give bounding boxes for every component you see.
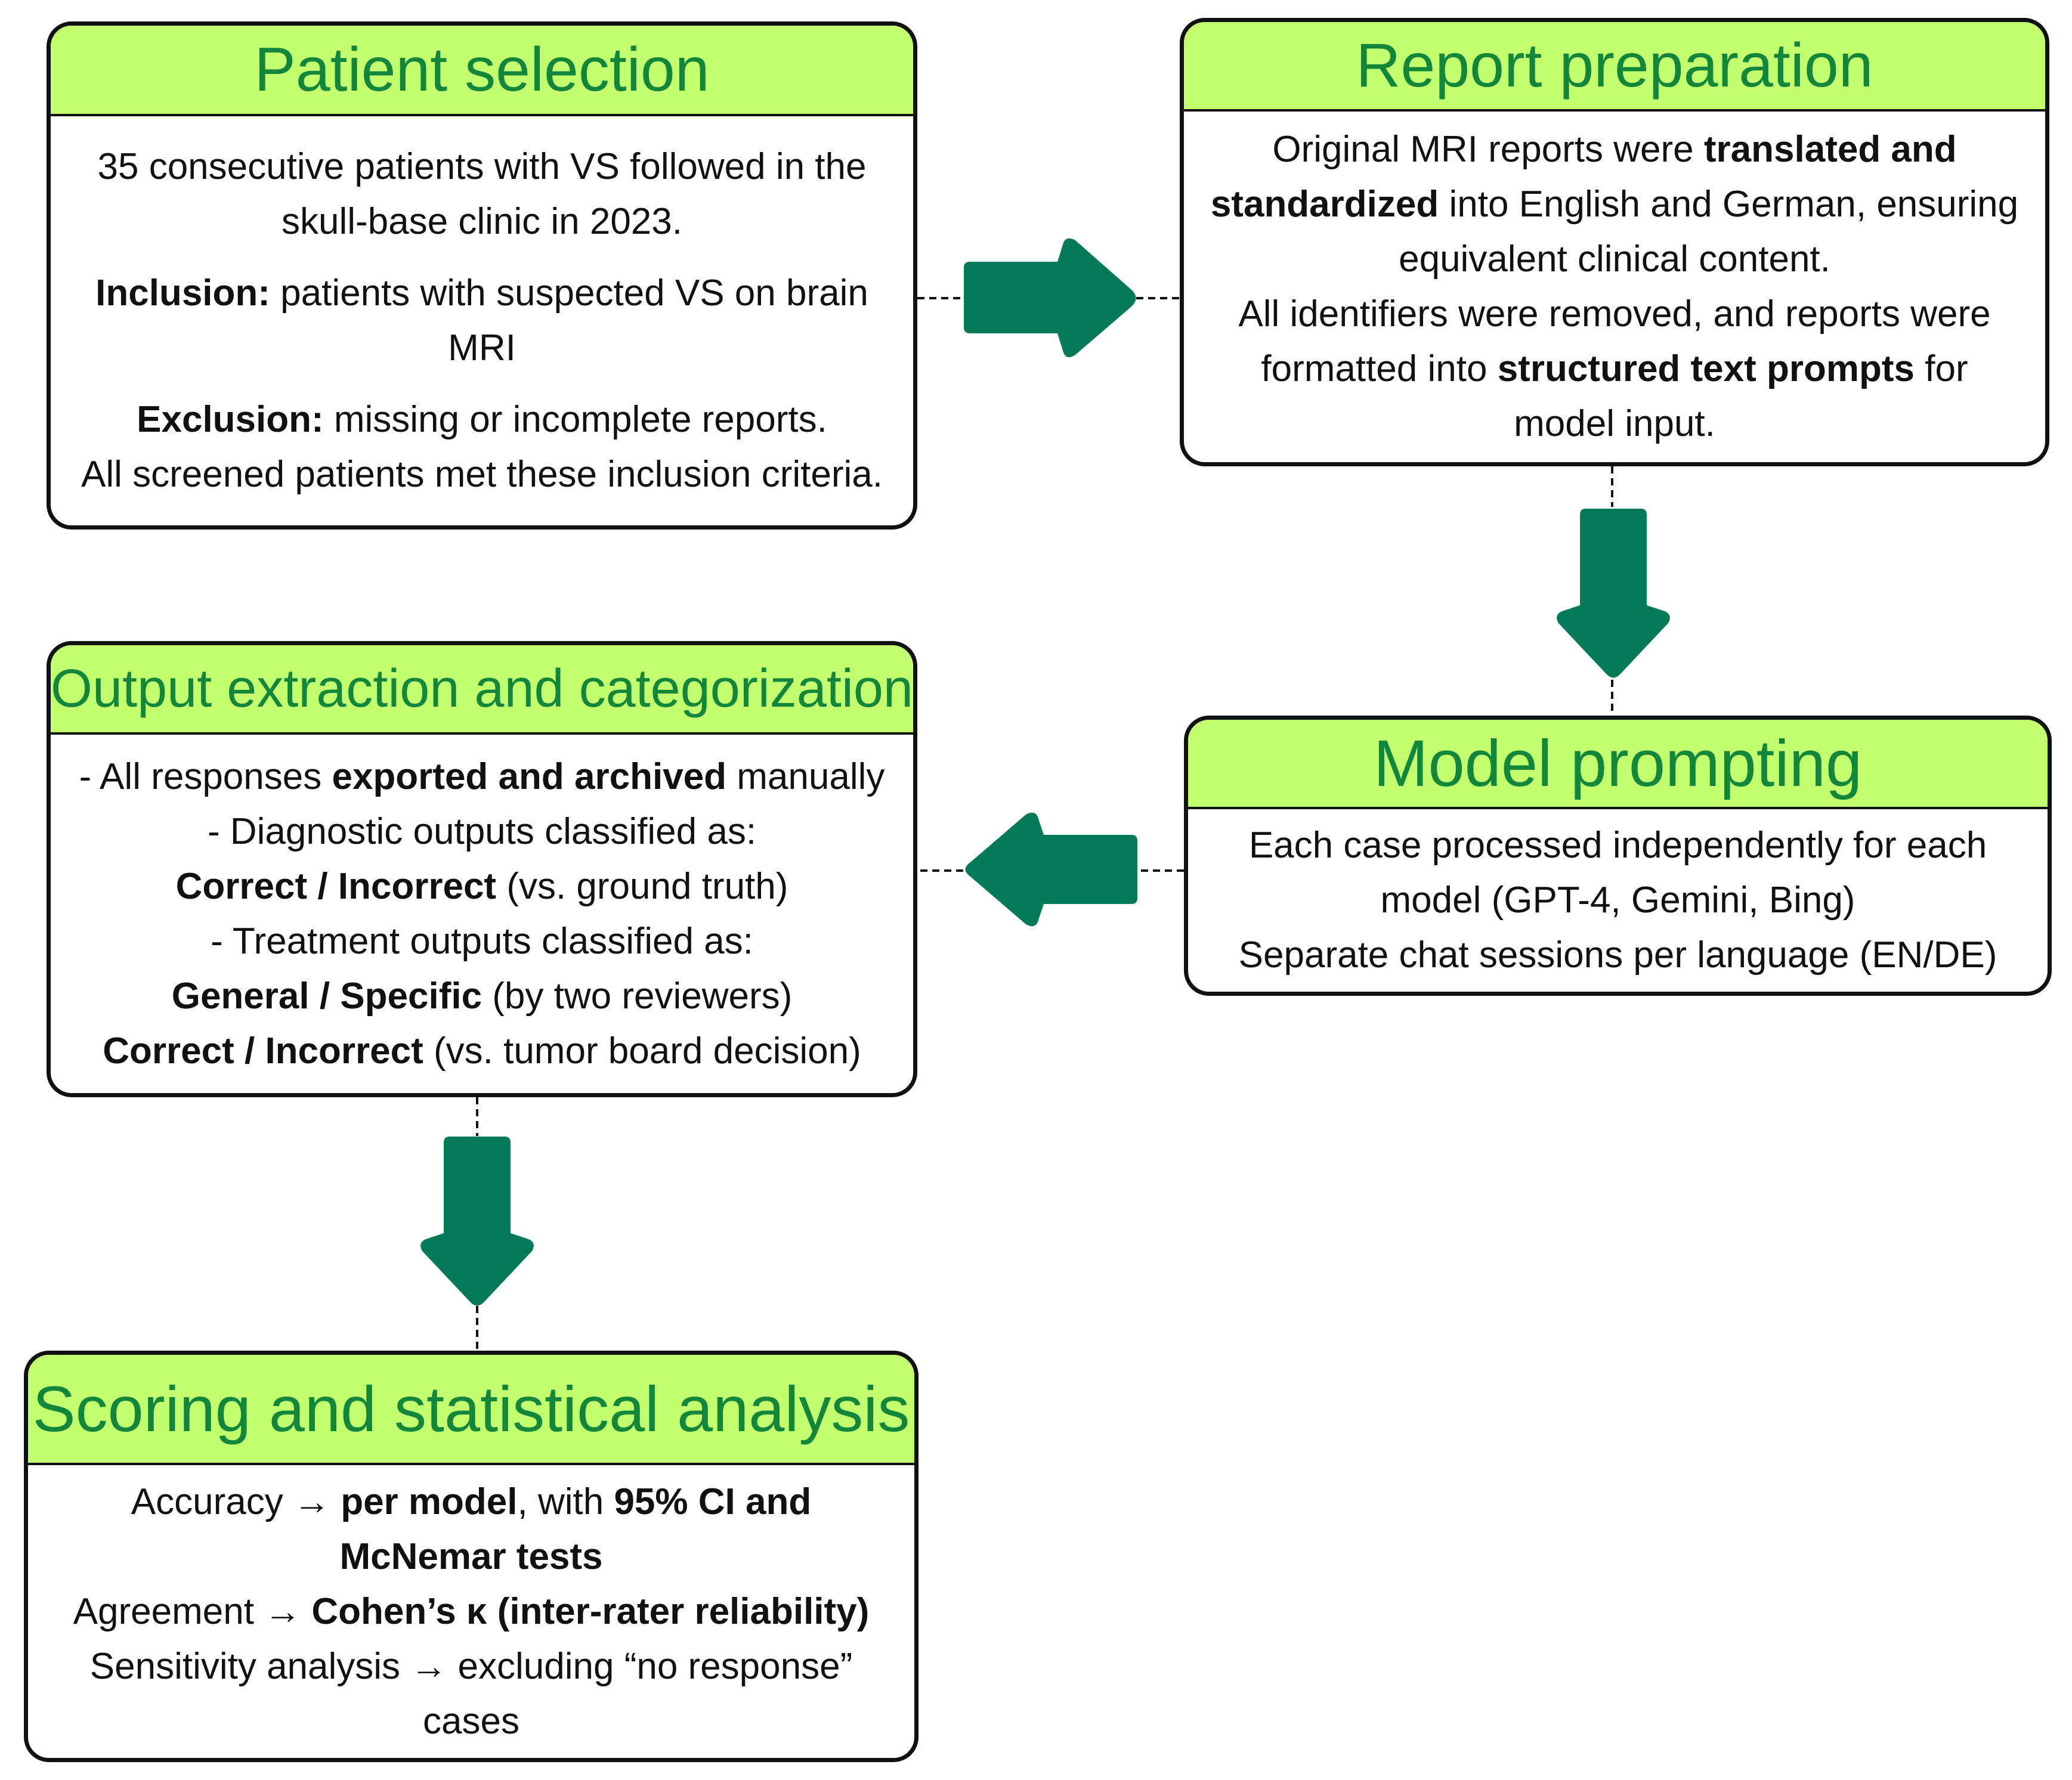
patient-selection-box: Patient selection 35 consecutive patient… bbox=[47, 21, 917, 530]
inclusion-text: patients with suspected VS on brain bbox=[270, 273, 868, 314]
report-text: for bbox=[1915, 348, 1968, 389]
output-extraction-title: Output extraction and categorization bbox=[51, 658, 913, 719]
scoring-text: , with bbox=[517, 1481, 614, 1522]
inclusion-line: Inclusion: patients with suspected VS on… bbox=[95, 266, 868, 321]
output-bold: exported and archived bbox=[332, 756, 727, 797]
report-bold: structured text prompts bbox=[1497, 348, 1915, 389]
scoring-box: Scoring and statistical analysis Accurac… bbox=[24, 1351, 919, 1762]
output-line: General / Specific (by two reviewers) bbox=[172, 969, 793, 1024]
output-extraction-box: Output extraction and categorization - A… bbox=[47, 641, 917, 1097]
patient-selection-line: 35 consecutive patients with VS followed… bbox=[97, 146, 867, 187]
patient-selection-body: 35 consecutive patients with VS followed… bbox=[51, 116, 913, 525]
report-line: formatted into structured text prompts f… bbox=[1261, 342, 1968, 397]
scoring-text: Agreement → bbox=[73, 1590, 312, 1632]
arrow-down-icon bbox=[1557, 509, 1670, 678]
exclusion-text: missing or incomplete reports. bbox=[323, 399, 827, 440]
arrow-down-icon bbox=[420, 1137, 534, 1306]
report-preparation-body: Original MRI reports were translated and… bbox=[1184, 112, 2045, 462]
inclusion-label: Inclusion: bbox=[95, 273, 270, 314]
report-line: All identifiers were removed, and report… bbox=[1238, 293, 1991, 335]
model-line: model (GPT-4, Gemini, Bing) bbox=[1380, 880, 1855, 921]
output-text: (by two reviewers) bbox=[482, 975, 793, 1017]
inclusion-line: MRI bbox=[448, 327, 516, 369]
report-line: model input. bbox=[1514, 403, 1715, 444]
report-line: standardized into English and German, en… bbox=[1211, 177, 2018, 232]
patient-selection-header: Patient selection bbox=[51, 26, 913, 116]
report-preparation-header: Report preparation bbox=[1184, 22, 2045, 112]
scoring-bold: per model bbox=[341, 1481, 518, 1522]
model-prompting-body: Each case processed independently for ea… bbox=[1188, 809, 2048, 992]
scoring-bold: Cohen’s κ (inter-rater reliability) bbox=[311, 1590, 870, 1632]
report-preparation-box: Report preparation Original MRI reports … bbox=[1180, 18, 2049, 466]
screened-line: All screened patients met these inclusio… bbox=[81, 454, 883, 495]
model-prompting-box: Model prompting Each case processed inde… bbox=[1184, 716, 2052, 996]
report-line: equivalent clinical content. bbox=[1399, 239, 1830, 280]
scoring-line: Sensitivity analysis → excluding “no res… bbox=[89, 1645, 853, 1687]
report-text: formatted into bbox=[1261, 348, 1498, 389]
report-line: Original MRI reports were translated and bbox=[1272, 122, 1956, 177]
exclusion-label: Exclusion: bbox=[137, 399, 324, 440]
scoring-body: Accuracy → per model, with 95% CI and Mc… bbox=[28, 1465, 914, 1758]
arrow-right-icon bbox=[964, 238, 1136, 358]
scoring-header: Scoring and statistical analysis bbox=[28, 1355, 914, 1465]
output-extraction-header: Output extraction and categorization bbox=[51, 645, 913, 735]
output-text: manually bbox=[726, 756, 885, 797]
exclusion-line: Exclusion: missing or incomplete reports… bbox=[137, 392, 827, 447]
scoring-bold: 95% CI and bbox=[614, 1481, 812, 1522]
scoring-bold: McNemar tests bbox=[339, 1536, 603, 1577]
report-bold: standardized bbox=[1210, 184, 1439, 225]
report-text: Original MRI reports were bbox=[1272, 129, 1704, 170]
output-extraction-body: - All responses exported and archived ma… bbox=[51, 735, 913, 1093]
output-line: Correct / Incorrect (vs. tumor board dec… bbox=[103, 1024, 861, 1079]
patient-selection-line: skull-base clinic in 2023. bbox=[281, 201, 682, 242]
report-preparation-title: Report preparation bbox=[1356, 30, 1873, 100]
scoring-line: Accuracy → per model, with 95% CI and bbox=[131, 1475, 811, 1530]
scoring-title: Scoring and statistical analysis bbox=[32, 1373, 910, 1445]
output-text: - All responses bbox=[79, 756, 332, 797]
model-prompting-header: Model prompting bbox=[1188, 720, 2048, 809]
arrow-left-icon bbox=[965, 812, 1137, 927]
output-text: (vs. tumor board decision) bbox=[423, 1030, 861, 1072]
output-text: (vs. ground truth) bbox=[496, 865, 788, 907]
output-bold: General / Specific bbox=[171, 975, 483, 1017]
scoring-line: McNemar tests bbox=[339, 1530, 602, 1584]
report-bold: translated and bbox=[1703, 129, 1957, 170]
report-text: into English and German, ensuring bbox=[1439, 184, 2019, 225]
model-line: Separate chat sessions per language (EN/… bbox=[1238, 934, 1997, 976]
output-line: Correct / Incorrect (vs. ground truth) bbox=[176, 859, 788, 914]
output-line: - Diagnostic outputs classified as: bbox=[207, 810, 757, 852]
scoring-text: Accuracy → bbox=[131, 1481, 341, 1522]
model-line: Each case processed independently for ea… bbox=[1248, 825, 1987, 866]
model-prompting-title: Model prompting bbox=[1373, 726, 1863, 800]
patient-selection-title: Patient selection bbox=[254, 35, 710, 104]
output-line: - Treatment outputs classified as: bbox=[211, 920, 753, 962]
output-line: - All responses exported and archived ma… bbox=[79, 750, 885, 804]
output-bold: Correct / Incorrect bbox=[175, 865, 497, 907]
scoring-line: cases bbox=[423, 1700, 519, 1742]
output-bold: Correct / Incorrect bbox=[103, 1030, 423, 1072]
scoring-line: Agreement → Cohen’s κ (inter-rater relia… bbox=[73, 1584, 870, 1639]
